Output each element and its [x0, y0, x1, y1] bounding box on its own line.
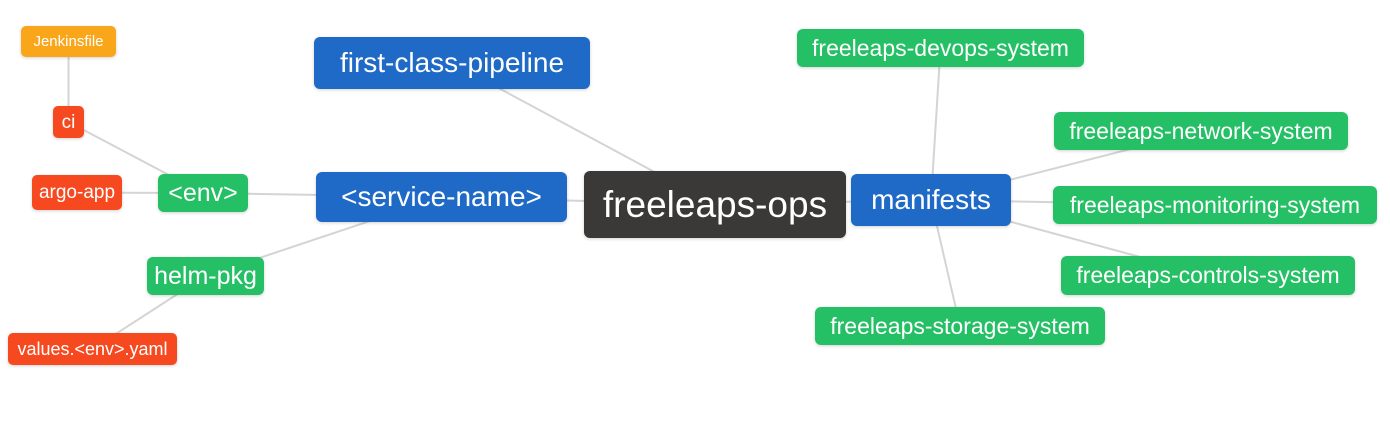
node-freeleaps-network-system[interactable]: freeleaps-network-system: [1054, 112, 1348, 150]
node-freeleaps-ops-root[interactable]: freeleaps-ops: [584, 171, 846, 238]
node-freeleaps-controls-system[interactable]: freeleaps-controls-system: [1061, 256, 1355, 295]
node-freeleaps-monitoring-system[interactable]: freeleaps-monitoring-system: [1053, 186, 1377, 224]
node-freeleaps-storage-system[interactable]: freeleaps-storage-system: [815, 307, 1105, 345]
node-manifests[interactable]: manifests: [851, 174, 1011, 226]
node-ci[interactable]: ci: [53, 106, 84, 138]
node-first-class-pipeline[interactable]: first-class-pipeline: [314, 37, 590, 89]
node-service-name[interactable]: <service-name>: [316, 172, 567, 222]
node-env[interactable]: <env>: [158, 174, 248, 212]
node-values-env-yaml[interactable]: values.<env>.yaml: [8, 333, 177, 365]
node-helm-pkg[interactable]: helm-pkg: [147, 257, 264, 295]
node-argo-app[interactable]: argo-app: [32, 175, 122, 210]
node-jenkinsfile[interactable]: Jenkinsfile: [21, 26, 116, 57]
node-freeleaps-devops-system[interactable]: freeleaps-devops-system: [797, 29, 1084, 67]
